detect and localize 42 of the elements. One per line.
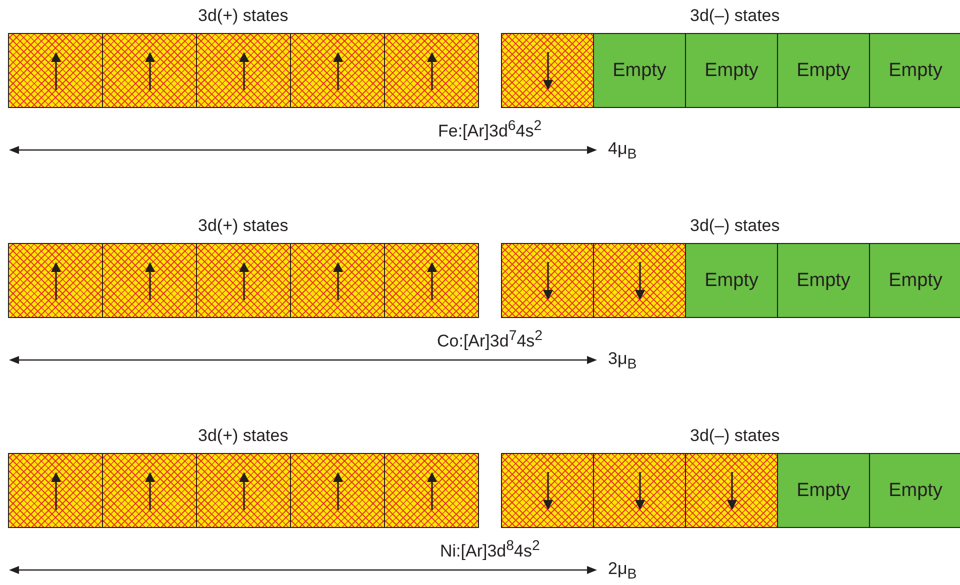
magnetic-moment: 3μ$_{B}$ [608, 349, 637, 372]
state-label: Empty [888, 60, 942, 82]
filled-state-box [102, 33, 197, 108]
state-label: Empty [704, 60, 758, 82]
filled-state-box [501, 33, 594, 108]
group-heading: 3d(+) states [198, 216, 288, 236]
filled-state-box [196, 243, 291, 318]
filled-state-box [384, 453, 479, 528]
filled-state-box [384, 33, 479, 108]
filled-state-box [685, 453, 778, 528]
group-heading: 3d(–) states [690, 426, 780, 446]
filled-state-box [290, 33, 385, 108]
state-label: Empty [704, 270, 758, 292]
filled-state-box [102, 453, 197, 528]
state-label: Empty [888, 270, 942, 292]
state-label: Empty [888, 480, 942, 502]
magnetic-moment: 4μ$_{B}$ [608, 139, 637, 162]
state-label: Empty [796, 60, 850, 82]
group-heading: 3d(–) states [690, 6, 780, 26]
filled-state-box [8, 453, 103, 528]
electron-configuration: Ni:[Ar]3d$^{8}$4s$^{2}$ [440, 538, 540, 562]
filled-state-box [196, 453, 291, 528]
filled-state-box [290, 453, 385, 528]
state-label: Empty [796, 270, 850, 292]
group-heading: 3d(–) states [690, 216, 780, 236]
filled-state-box [501, 243, 594, 318]
group-heading: 3d(+) states [198, 6, 288, 26]
filled-state-box [290, 243, 385, 318]
state-label: Empty [796, 480, 850, 502]
filled-state-box [593, 453, 686, 528]
electron-configuration: Co:[Ar]3d$^{7}$4s$^{2}$ [437, 328, 543, 352]
filled-state-box [8, 243, 103, 318]
group-heading: 3d(+) states [198, 426, 288, 446]
filled-state-box [501, 453, 594, 528]
filled-state-box [196, 33, 291, 108]
filled-state-box [384, 243, 479, 318]
filled-state-box [102, 243, 197, 318]
electron-configuration: Fe:[Ar]3d$^{6}$4s$^{2}$ [438, 118, 542, 142]
state-label: Empty [612, 60, 666, 82]
filled-state-box [593, 243, 686, 318]
magnetic-moment: 2μ$_{B}$ [608, 559, 637, 582]
filled-state-box [8, 33, 103, 108]
